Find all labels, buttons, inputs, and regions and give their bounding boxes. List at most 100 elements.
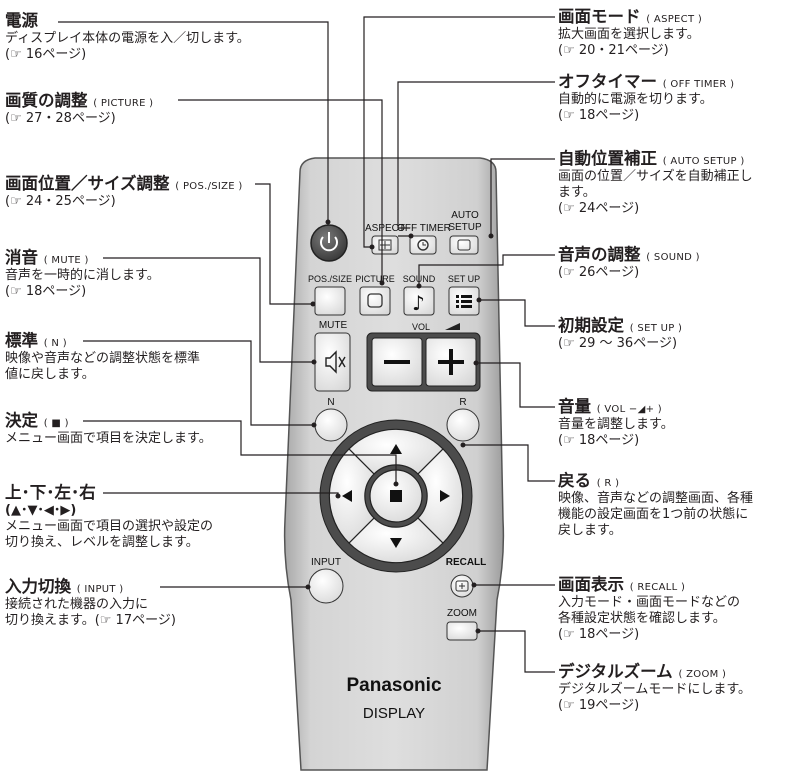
annotation-desc: ます。 bbox=[558, 184, 596, 200]
annotation-ref: (☞ 26ページ) bbox=[558, 265, 640, 281]
input-button[interactable] bbox=[308, 568, 344, 604]
annotation-ref: (☞ 24ページ) bbox=[558, 200, 640, 216]
r-button[interactable] bbox=[446, 408, 480, 442]
annotation-desc: 拡大画面を選択します。 bbox=[558, 27, 700, 43]
annotation-title: オフタイマー ( OFF TIMER ) bbox=[558, 72, 735, 91]
annotation-desc: 戻します。 bbox=[558, 522, 622, 538]
annotation-title: 画面表示 ( RECALL ) bbox=[558, 575, 686, 594]
model-label: DISPLAY bbox=[363, 705, 425, 722]
annotation-n: 標準 ( N ) 映像や音声などの調整状態を標準 値に戻します。 bbox=[5, 331, 200, 383]
annotation-zoom: デジタルズーム ( ZOOM ) デジタルズームモードにします。 (☞ 19ペー… bbox=[558, 662, 751, 714]
annotation-title: 入力切換 ( INPUT ) bbox=[5, 577, 124, 596]
annotation-title: 初期設定 ( SET UP ) bbox=[558, 316, 683, 335]
annotation-title: 消音 ( MUTE ) bbox=[5, 248, 89, 267]
set-up-label: SET UP bbox=[448, 274, 480, 284]
annotation-desc: メニュー画面で項目を決定します。 bbox=[5, 431, 212, 447]
clock-icon bbox=[417, 239, 429, 251]
arrow-right-icon bbox=[440, 490, 450, 502]
annotation-title: 自動位置補正 ( AUTO SETUP ) bbox=[558, 149, 745, 168]
r-label: R bbox=[459, 397, 466, 408]
brand-logo: Panasonic bbox=[346, 675, 441, 696]
annotation-desc: デジタルズームモードにします。 bbox=[558, 682, 752, 698]
mute-label: MUTE bbox=[319, 320, 348, 331]
arrow-down-icon bbox=[390, 538, 402, 548]
annotation-desc: 映像、音声などの調整画面、各種 bbox=[558, 491, 754, 507]
n-button[interactable] bbox=[314, 408, 348, 442]
annotation-desc: 切り換えます。(☞ 17ページ) bbox=[5, 612, 176, 628]
annotation-sound: 音声の調整 ( SOUND ) (☞ 26ページ) bbox=[558, 245, 700, 281]
annotation-auto-setup: 自動位置補正 ( AUTO SETUP ) 画面の位置／サイズを自動補正し ます… bbox=[558, 149, 753, 217]
pos-size-label: POS./SIZE bbox=[308, 274, 352, 284]
annotation-desc: 自動的に電源を切ります。 bbox=[558, 92, 713, 108]
n-label: N bbox=[327, 397, 334, 408]
pos-size-button[interactable] bbox=[314, 286, 346, 316]
plus-icon bbox=[438, 349, 464, 375]
annotation-input: 入力切換 ( INPUT ) 接続された機器の入力に 切り換えます。(☞ 17ペ… bbox=[5, 577, 176, 629]
recall-icon bbox=[455, 580, 469, 592]
annotation-picture: 画質の調整 ( PICTURE ) (☞ 27・28ページ) bbox=[5, 91, 153, 127]
picture-label: PICTURE bbox=[355, 274, 395, 284]
annotation-mute: 消音 ( MUTE ) 音声を一時的に消します。 (☞ 18ページ) bbox=[5, 248, 160, 300]
zoom-button[interactable] bbox=[446, 621, 478, 641]
annotation-title: 標準 ( N ) bbox=[5, 331, 67, 350]
arrow-left-icon bbox=[342, 490, 352, 502]
annotation-ref: (☞ 18ページ) bbox=[5, 283, 87, 299]
volume-wedge-icon bbox=[445, 323, 460, 330]
annotation-ref: (☞ 20・21ページ) bbox=[558, 42, 669, 58]
menu-list-icon bbox=[456, 295, 472, 308]
annotation-ref: (☞ 18ページ) bbox=[558, 626, 640, 642]
annotation-title: デジタルズーム ( ZOOM ) bbox=[558, 662, 727, 681]
annotation-desc: ディスプレイ本体の電源を入／切します。 bbox=[5, 31, 250, 47]
annotation-enter: 決定 ( ■ ) メニュー画面で項目を決定します。 bbox=[5, 411, 212, 447]
auto-setup-button[interactable] bbox=[449, 235, 479, 255]
picture-icon bbox=[367, 293, 383, 308]
annotation-ref: (☞ 29 ～ 36ページ) bbox=[558, 336, 678, 352]
annotation-recall: 画面表示 ( RECALL ) 入力モード・画面モードなどの 各種設定状態を確認… bbox=[558, 575, 740, 643]
recall-label: RECALL bbox=[446, 557, 487, 568]
annotation-title: 上･下･左･右 bbox=[5, 483, 96, 502]
leader-lines bbox=[58, 16, 555, 673]
annotation-power: 電源 ディスプレイ本体の電源を入／切します。 (☞ 16ページ) bbox=[5, 11, 250, 63]
enter-square-icon bbox=[390, 490, 402, 502]
picture-button[interactable] bbox=[359, 286, 391, 316]
annotation-volume: 音量 ( VOL −◢+ ) 音量を調整します。 (☞ 18ページ) bbox=[558, 397, 674, 449]
annotation-arrows: 上･下･左･右 (▲･▼･◀･▶) メニュー画面で項目の選択や設定の 切り換え、… bbox=[5, 483, 213, 551]
annotation-title: 音量 ( VOL −◢+ ) bbox=[558, 397, 662, 416]
annotation-desc: メニュー画面で項目の選択や設定の bbox=[5, 518, 214, 534]
annotation-ref: (☞ 18ページ) bbox=[558, 432, 640, 448]
mute-button[interactable] bbox=[314, 332, 351, 392]
annotation-title: 画面モード ( ASPECT ) bbox=[558, 7, 703, 26]
annotation-ref: (☞ 27・28ページ) bbox=[5, 111, 116, 127]
annotation-desc: 切り換え、レベルを調整します。 bbox=[5, 534, 199, 550]
mute-speaker-icon bbox=[325, 350, 346, 374]
annotation-title: 決定 ( ■ ) bbox=[5, 411, 69, 430]
annotation-title: 戻る ( R ) bbox=[558, 471, 620, 490]
annotation-ref: (☞ 19ページ) bbox=[558, 697, 640, 713]
annotation-set-up: 初期設定 ( SET UP ) (☞ 29 ～ 36ページ) bbox=[558, 316, 682, 352]
annotation-desc: 値に戻します。 bbox=[5, 366, 95, 382]
auto-setup-icon bbox=[457, 239, 471, 251]
annotation-ref: (☞ 24・25ページ) bbox=[5, 194, 116, 210]
annotation-aspect: 画面モード ( ASPECT ) 拡大画面を選択します。 (☞ 20・21ページ… bbox=[558, 7, 702, 59]
annotation-title: 画面位置／サイズ調整 ( POS./SIZE ) bbox=[5, 174, 243, 193]
leader-dots bbox=[305, 219, 494, 634]
annotation-desc: 入力モード・画面モードなどの bbox=[558, 595, 741, 611]
annotation-ref: (☞ 18ページ) bbox=[558, 107, 640, 123]
off-timer-label: OFF TIMER bbox=[397, 223, 451, 234]
power-icon bbox=[320, 232, 338, 252]
zoom-label: ZOOM bbox=[447, 608, 477, 619]
annotation-desc: 音声を一時的に消します。 bbox=[5, 268, 160, 284]
annotation-title: 音声の調整 ( SOUND ) bbox=[558, 245, 700, 264]
auto-setup-label: SETUP bbox=[448, 222, 482, 233]
input-label: INPUT bbox=[311, 557, 341, 568]
annotation-desc: 機能の設定画面を1つ前の状態に bbox=[558, 506, 749, 522]
annotation-desc: 画面の位置／サイズを自動補正し bbox=[558, 169, 753, 185]
annotation-desc: 各種設定状態を確認します。 bbox=[558, 610, 726, 626]
annotation-off-timer: オフタイマー ( OFF TIMER ) 自動的に電源を切ります。 (☞ 18ペ… bbox=[558, 72, 734, 124]
auto-label: AUTO bbox=[451, 210, 479, 221]
annotation-title: 画質の調整 ( PICTURE ) bbox=[5, 91, 154, 110]
annotation-ref: (☞ 16ページ) bbox=[5, 46, 87, 62]
annotation-desc: 映像や音声などの調整状態を標準 bbox=[5, 351, 201, 367]
annotation-return: 戻る ( R ) 映像、音声などの調整画面、各種 機能の設定画面を1つ前の状態に… bbox=[558, 471, 753, 539]
